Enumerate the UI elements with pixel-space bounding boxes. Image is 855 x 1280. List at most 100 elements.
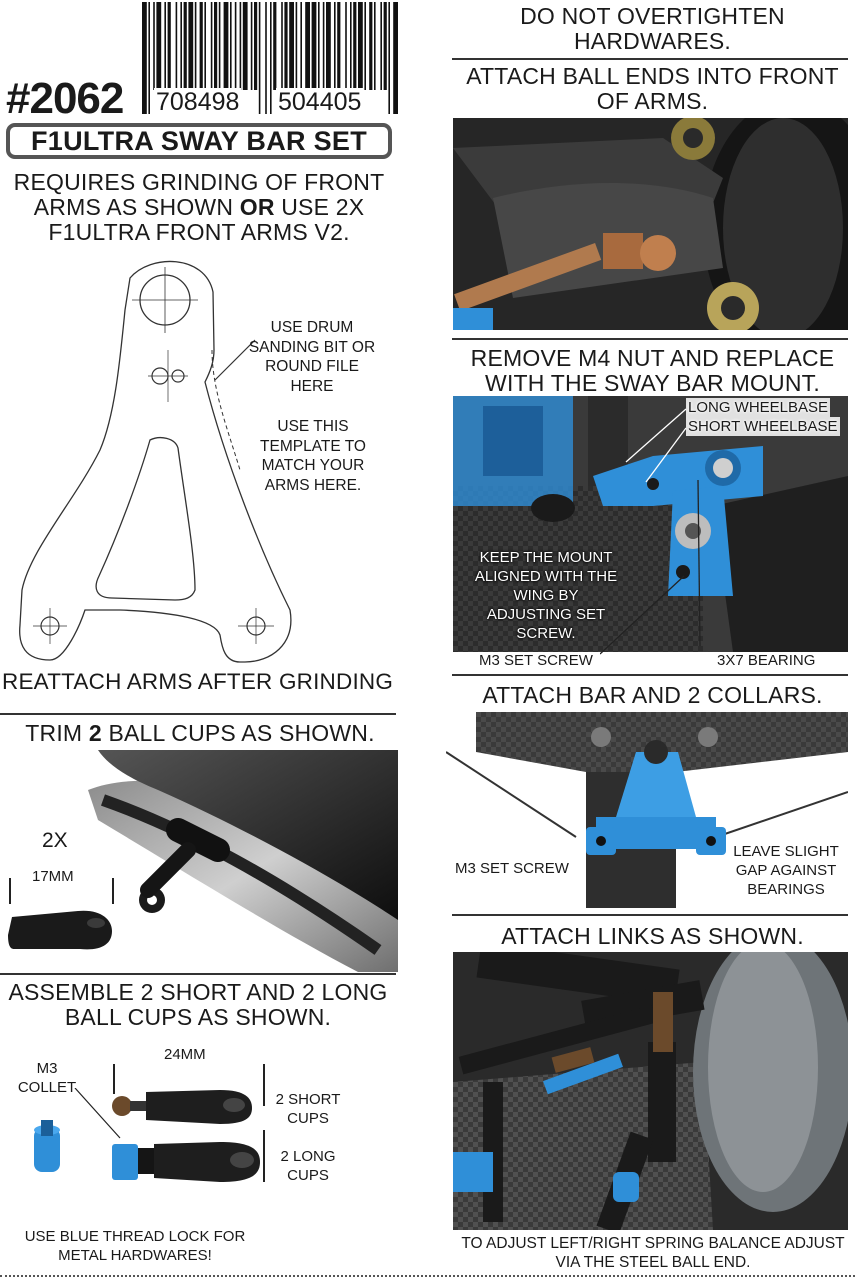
thread-lock-note: USE BLUE THREAD LOCK FOR METAL HARDWARES… — [24, 1228, 246, 1264]
barcode-bar — [369, 2, 373, 90]
trim-photo — [78, 750, 398, 972]
attach-bar-heading: ATTACH BAR AND 2 COLLARS. — [482, 682, 823, 708]
template-note-sanding: USE DRUM SANDING BIT OR ROUND FILE HERE — [248, 319, 376, 395]
barcode-bar — [345, 2, 347, 90]
barcode-bar — [337, 2, 341, 90]
barcode-bar — [254, 2, 258, 90]
arm-template-drawing — [0, 250, 300, 670]
barcode-bar — [199, 2, 203, 90]
barcode-bars — [142, 2, 398, 114]
leave-gap-note: LEAVE SLIGHT GAP AGAINST BEARINGS — [733, 843, 839, 898]
barcode-bar — [353, 2, 357, 90]
barcode-bar — [265, 2, 267, 114]
divider-right-1 — [452, 58, 848, 60]
spring-balance-note: TO ADJUST LEFT/RIGHT SPRING BALANCE ADJU… — [461, 1235, 845, 1271]
requires-text-1: REQUIRES GRINDING OF FRONT ARMS AS SHOWN — [13, 169, 385, 220]
trimmed-cup-image — [8, 905, 113, 953]
assemble-heading: ASSEMBLE 2 SHORT AND 2 LONG BALL CUPS AS… — [8, 979, 388, 1030]
reattach-note: REATTACH ARMS AFTER GRINDING — [2, 669, 394, 694]
trim-qty: 2X — [42, 829, 68, 852]
barcode-bar — [350, 2, 352, 90]
divider-left-2 — [0, 973, 396, 975]
divider-left-1 — [0, 713, 396, 715]
barcode-bar — [300, 2, 302, 90]
barcode-bar — [364, 2, 366, 90]
barcode-bar — [388, 2, 390, 114]
divider-right-4 — [452, 914, 848, 916]
barcode-bar — [380, 2, 382, 90]
trim-length: 17MM — [32, 868, 74, 885]
trim-text-1: TRIM — [25, 720, 89, 746]
barcode-bar — [393, 2, 398, 114]
barcode-bar — [204, 2, 206, 90]
barcode-bar — [148, 2, 150, 114]
barcode-bar — [223, 2, 229, 90]
barcode-bar — [210, 2, 213, 90]
overtighten-warning: DO NOT OVERTIGHTEN HARDWARES. — [520, 3, 785, 54]
barcode-bar — [183, 2, 187, 90]
requires-or: OR — [239, 194, 275, 220]
barcode-bar — [214, 2, 218, 90]
product-number: #2062 — [6, 74, 124, 123]
barcode: 708498 504405 — [140, 2, 398, 116]
links-photo — [453, 952, 848, 1230]
barcode-bar — [250, 2, 253, 90]
barcode-bar — [273, 2, 277, 90]
long-cups-label: 2 LONG CUPS — [280, 1148, 336, 1184]
barcode-bar — [142, 2, 147, 114]
sway-bar-photo — [446, 712, 848, 908]
requires-text-2: USE 2X F1ULTRA FRONT ARMS V2. — [48, 194, 365, 245]
barcode-left-digits: 708498 — [154, 88, 242, 116]
assembled-cups-image — [20, 1087, 270, 1188]
bottom-dotted-line — [0, 1275, 855, 1277]
mount-pointers — [599, 470, 730, 660]
barcode-bar — [322, 2, 325, 90]
trim-text-2: BALL CUPS AS SHOWN. — [101, 720, 375, 746]
divider-right-3 — [452, 674, 848, 676]
barcode-bar — [153, 2, 155, 90]
barcode-bar — [242, 2, 248, 90]
attach-links-heading: ATTACH LINKS AS SHOWN. — [501, 923, 804, 949]
bearing-label: 3X7 BEARING — [717, 652, 816, 669]
short-cups-label: 2 SHORT CUPS — [275, 1091, 341, 1127]
long-wheelbase-label: LONG WHEELBASE — [686, 398, 831, 417]
product-title: F1ULTRA SWAY BAR SET — [30, 126, 368, 156]
ball-ends-photo — [453, 118, 848, 330]
barcode-bar — [270, 2, 272, 114]
remove-nut-heading: REMOVE M4 NUT AND REPLACE WITH THE SWAY … — [470, 345, 835, 396]
barcode-bar — [284, 2, 288, 90]
barcode-bar — [318, 2, 320, 90]
barcode-bar — [156, 2, 162, 90]
attach-ball-ends-heading: ATTACH BALL ENDS INTO FRONT OF ARMS. — [466, 63, 839, 114]
barcode-bar — [188, 2, 194, 90]
template-note-match: USE THIS TEMPLATE TO MATCH YOUR ARMS HER… — [260, 418, 366, 494]
template-cutout — [95, 437, 196, 601]
wheelbase-pointers — [600, 400, 700, 500]
collet-label: M3 COLLET — [17, 1060, 77, 1096]
barcode-bar — [326, 2, 331, 90]
trim-bold-count: 2 — [88, 720, 102, 746]
barcode-bar — [218, 2, 221, 90]
template-outline — [19, 260, 292, 663]
barcode-bar — [239, 2, 242, 90]
barcode-bar — [281, 2, 283, 90]
barcode-bar — [289, 2, 294, 90]
keep-aligned-note: KEEP THE MOUNT ALIGNED WITH THE WING BY … — [474, 549, 618, 642]
barcode-bar — [230, 2, 232, 90]
barcode-right-digits: 504405 — [276, 88, 364, 116]
barcode-bar — [358, 2, 363, 90]
barcode-bar — [167, 2, 171, 90]
barcode-bar — [180, 2, 182, 90]
barcode-bar — [383, 2, 387, 90]
product-title-box: F1ULTRA SWAY BAR SET — [6, 123, 392, 159]
barcode-bar — [194, 2, 197, 90]
sway-mount-photo — [453, 396, 848, 652]
barcode-bar — [334, 2, 336, 90]
barcode-bar — [311, 2, 317, 90]
trim-dimension-marks — [8, 876, 118, 906]
requires-grinding-note: REQUIRES GRINDING OF FRONT ARMS AS SHOWN… — [5, 170, 393, 245]
divider-right-2 — [452, 338, 848, 340]
barcode-bar — [258, 2, 261, 114]
barcode-bar — [164, 2, 166, 90]
barcode-bar — [234, 2, 237, 90]
